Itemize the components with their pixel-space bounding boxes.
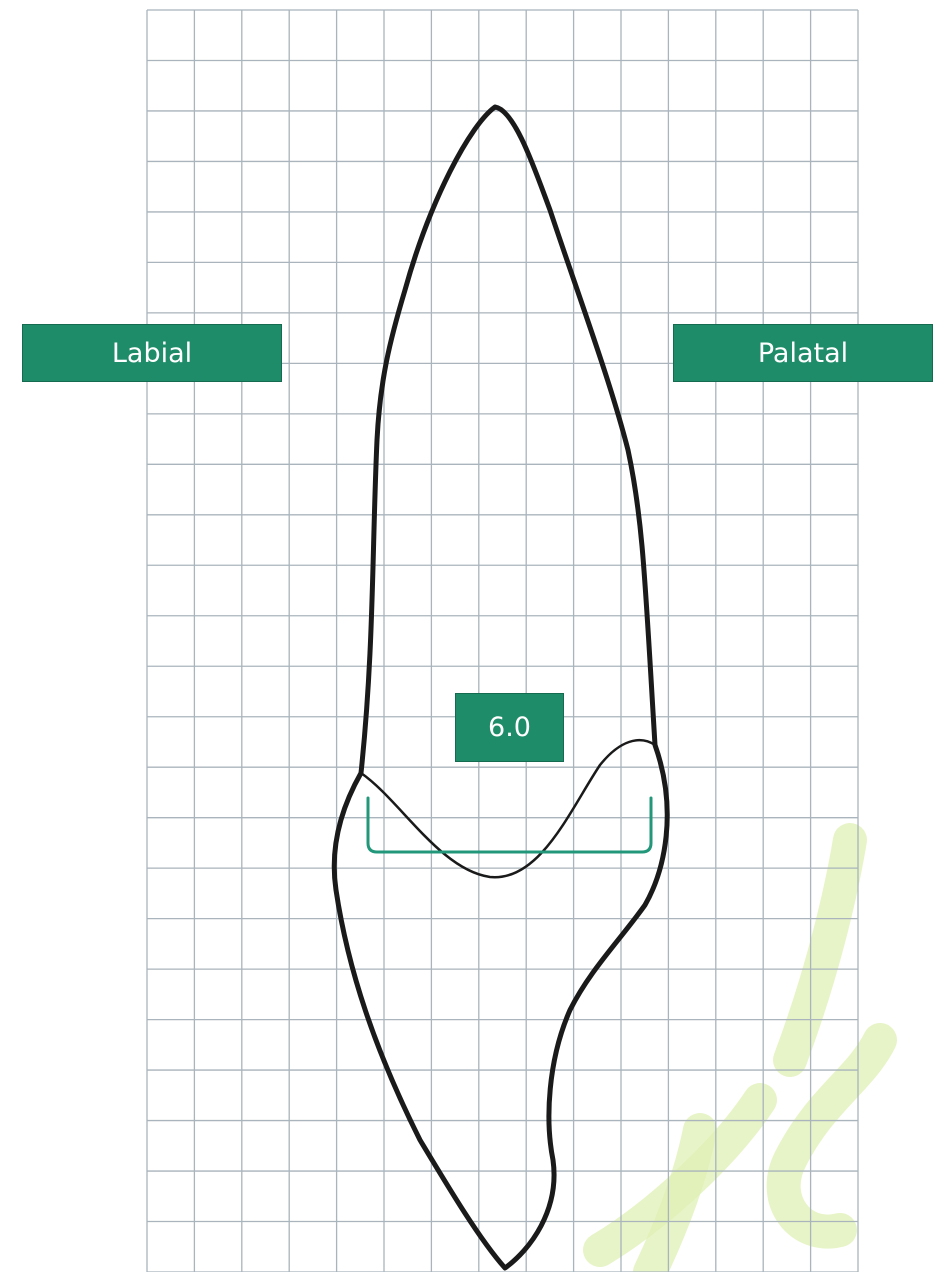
watermark-stroke: [773, 823, 867, 1077]
measurement-bracket: [366, 796, 653, 854]
watermark-stroke: [633, 1113, 717, 1272]
tooth-outline: [331, 104, 670, 1271]
cementoenamel-junction-line: [359, 738, 657, 879]
palatal-label: Palatal: [673, 324, 933, 382]
measurement-value-label: 6.0: [455, 693, 564, 762]
labial-label: Labial: [22, 324, 282, 382]
graph-grid: [146, 9, 859, 1272]
watermark-logo: [583, 823, 897, 1272]
